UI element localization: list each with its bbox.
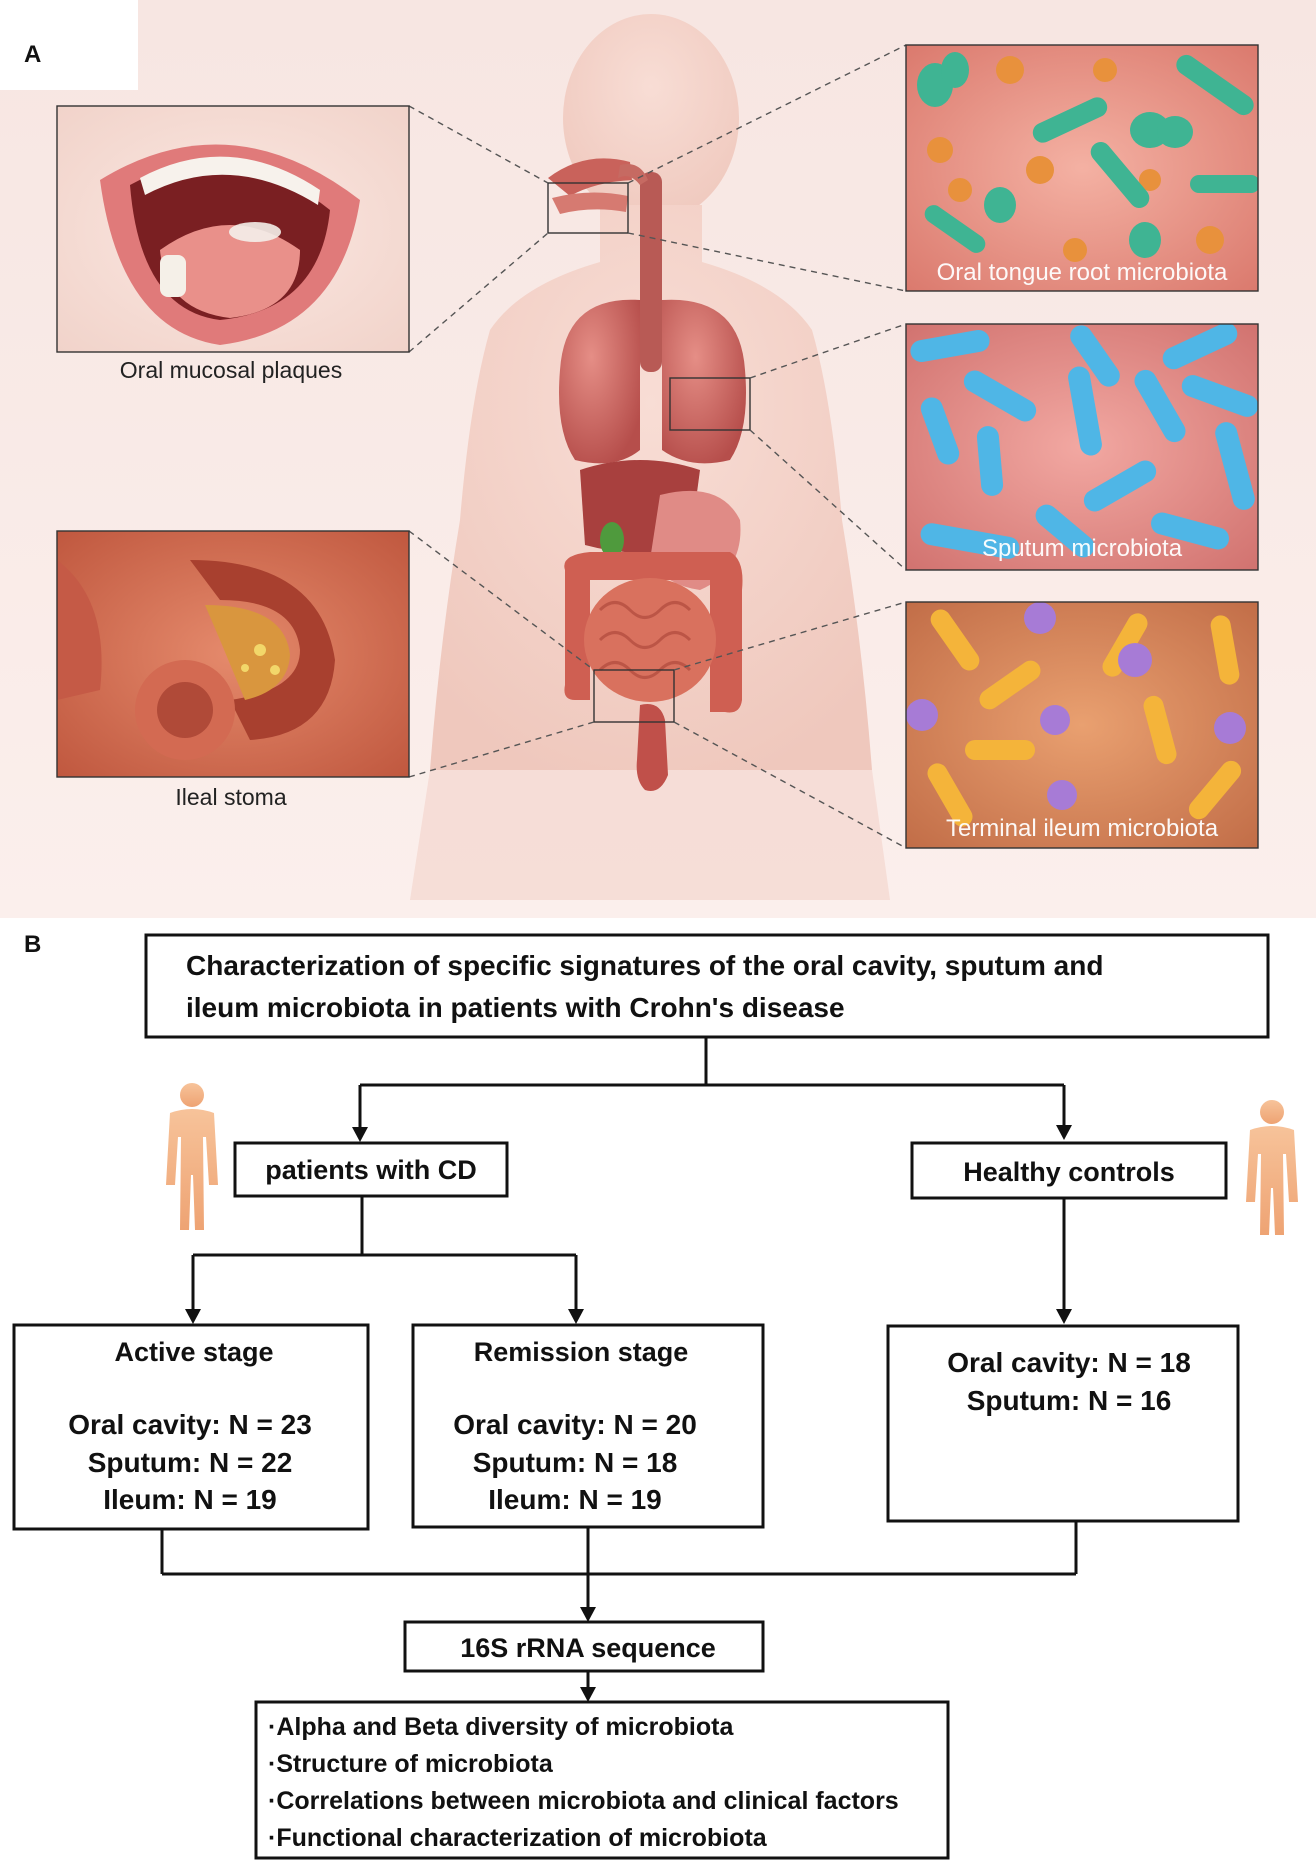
remission-sputum-count: Sputum: N = 18: [473, 1447, 678, 1478]
remission-stage-box: [411, 1323, 765, 1529]
analyses-box: [254, 1700, 950, 1860]
oral-microbiota-caption: Oral tongue root microbiota: [937, 259, 1228, 286]
controls-oral-count: Oral cavity: N = 18: [947, 1347, 1191, 1378]
focus-box-lung: [669, 377, 751, 431]
oral-microbiota-inset: Oral tongue root microbiota: [905, 44, 1259, 292]
analysis-item: ·Functional characterization of microbio…: [268, 1824, 768, 1852]
active-ileum-count: Ileum: N = 19: [103, 1484, 277, 1515]
mouth-inset: [56, 105, 410, 353]
remission-ileum-count: Ileum: N = 19: [488, 1484, 662, 1515]
focus-box-ileum: [593, 669, 675, 723]
stoma-inset: [56, 530, 410, 778]
sputum-microbiota-inset: Sputum microbiota: [905, 323, 1259, 571]
organs-illustration: [548, 158, 746, 791]
controls-sputum-count: Sputum: N = 16: [967, 1385, 1172, 1416]
flow-connectors: [160, 1037, 1078, 1702]
focus-box-mouth: [547, 182, 629, 234]
stoma-caption: Ileal stoma: [175, 784, 286, 810]
panel-a-label: A: [24, 41, 41, 68]
control-group-label: Healthy controls: [963, 1157, 1175, 1187]
person-icon: [1246, 1100, 1298, 1235]
leader-lines: [408, 44, 907, 849]
analysis-item: ·Structure of microbiota: [268, 1750, 554, 1778]
sequencing-label: 16S rRNA sequence: [460, 1633, 716, 1663]
remission-stage-title: Remission stage: [474, 1337, 689, 1367]
cd-group-box: [233, 1141, 509, 1198]
active-oral-count: Oral cavity: N = 23: [68, 1409, 312, 1440]
title-line-2: ileum microbiota in patients with Crohn'…: [186, 992, 845, 1023]
person-icon: [166, 1083, 218, 1230]
active-sputum-count: Sputum: N = 22: [88, 1447, 293, 1478]
active-stage-title: Active stage: [114, 1337, 273, 1367]
remission-oral-count: Oral cavity: N = 20: [453, 1409, 697, 1440]
sequencing-box: [403, 1620, 765, 1673]
analysis-item: ·Correlations between microbiota and cli…: [268, 1787, 899, 1815]
ileum-microbiota-caption: Terminal ileum microbiota: [946, 815, 1219, 842]
active-stage-box: [12, 1323, 370, 1531]
panel-b-label: B: [24, 931, 41, 958]
ileum-microbiota-inset: Terminal ileum microbiota: [905, 601, 1259, 849]
analysis-item: ·Alpha and Beta diversity of microbiota: [268, 1713, 734, 1741]
title-line-1: Characterization of specific signatures …: [186, 950, 1103, 981]
sputum-microbiota-caption: Sputum microbiota: [982, 535, 1183, 562]
cd-group-label: patients with CD: [265, 1155, 477, 1185]
controls-box: [886, 1324, 1240, 1523]
panel-a-label-patch: [0, 0, 138, 90]
mouth-caption: Oral mucosal plaques: [120, 357, 342, 383]
control-group-box: [910, 1141, 1228, 1200]
